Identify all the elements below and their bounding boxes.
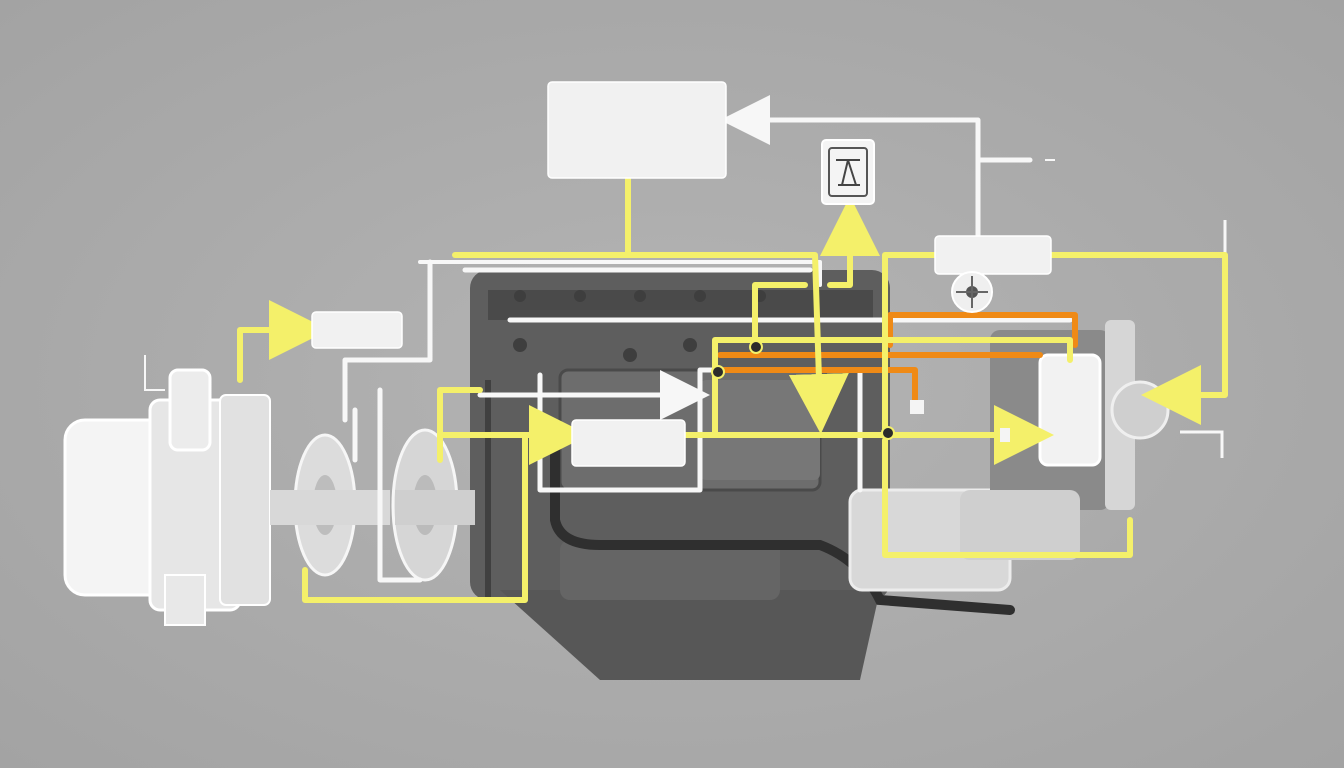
signal-stub-left <box>144 355 165 391</box>
pulley-assembly <box>270 428 475 582</box>
left-info-box <box>311 311 403 349</box>
sensor-tip <box>910 400 924 414</box>
primary-flow <box>237 175 1228 603</box>
signal-stub-lower <box>1180 430 1224 458</box>
center-info-box <box>571 419 686 467</box>
fan-icon <box>951 271 993 313</box>
connector-junctions <box>711 340 895 440</box>
top-info-box <box>547 81 727 179</box>
transmission-assembly <box>848 320 1170 592</box>
signal-lines <box>342 95 1073 583</box>
gauge-icon <box>821 139 875 205</box>
secondary-flow <box>717 312 1078 403</box>
alternator <box>63 368 271 626</box>
connector-plug <box>1000 428 1010 442</box>
relay-module <box>1038 353 1102 467</box>
right-info-box <box>934 235 1052 275</box>
